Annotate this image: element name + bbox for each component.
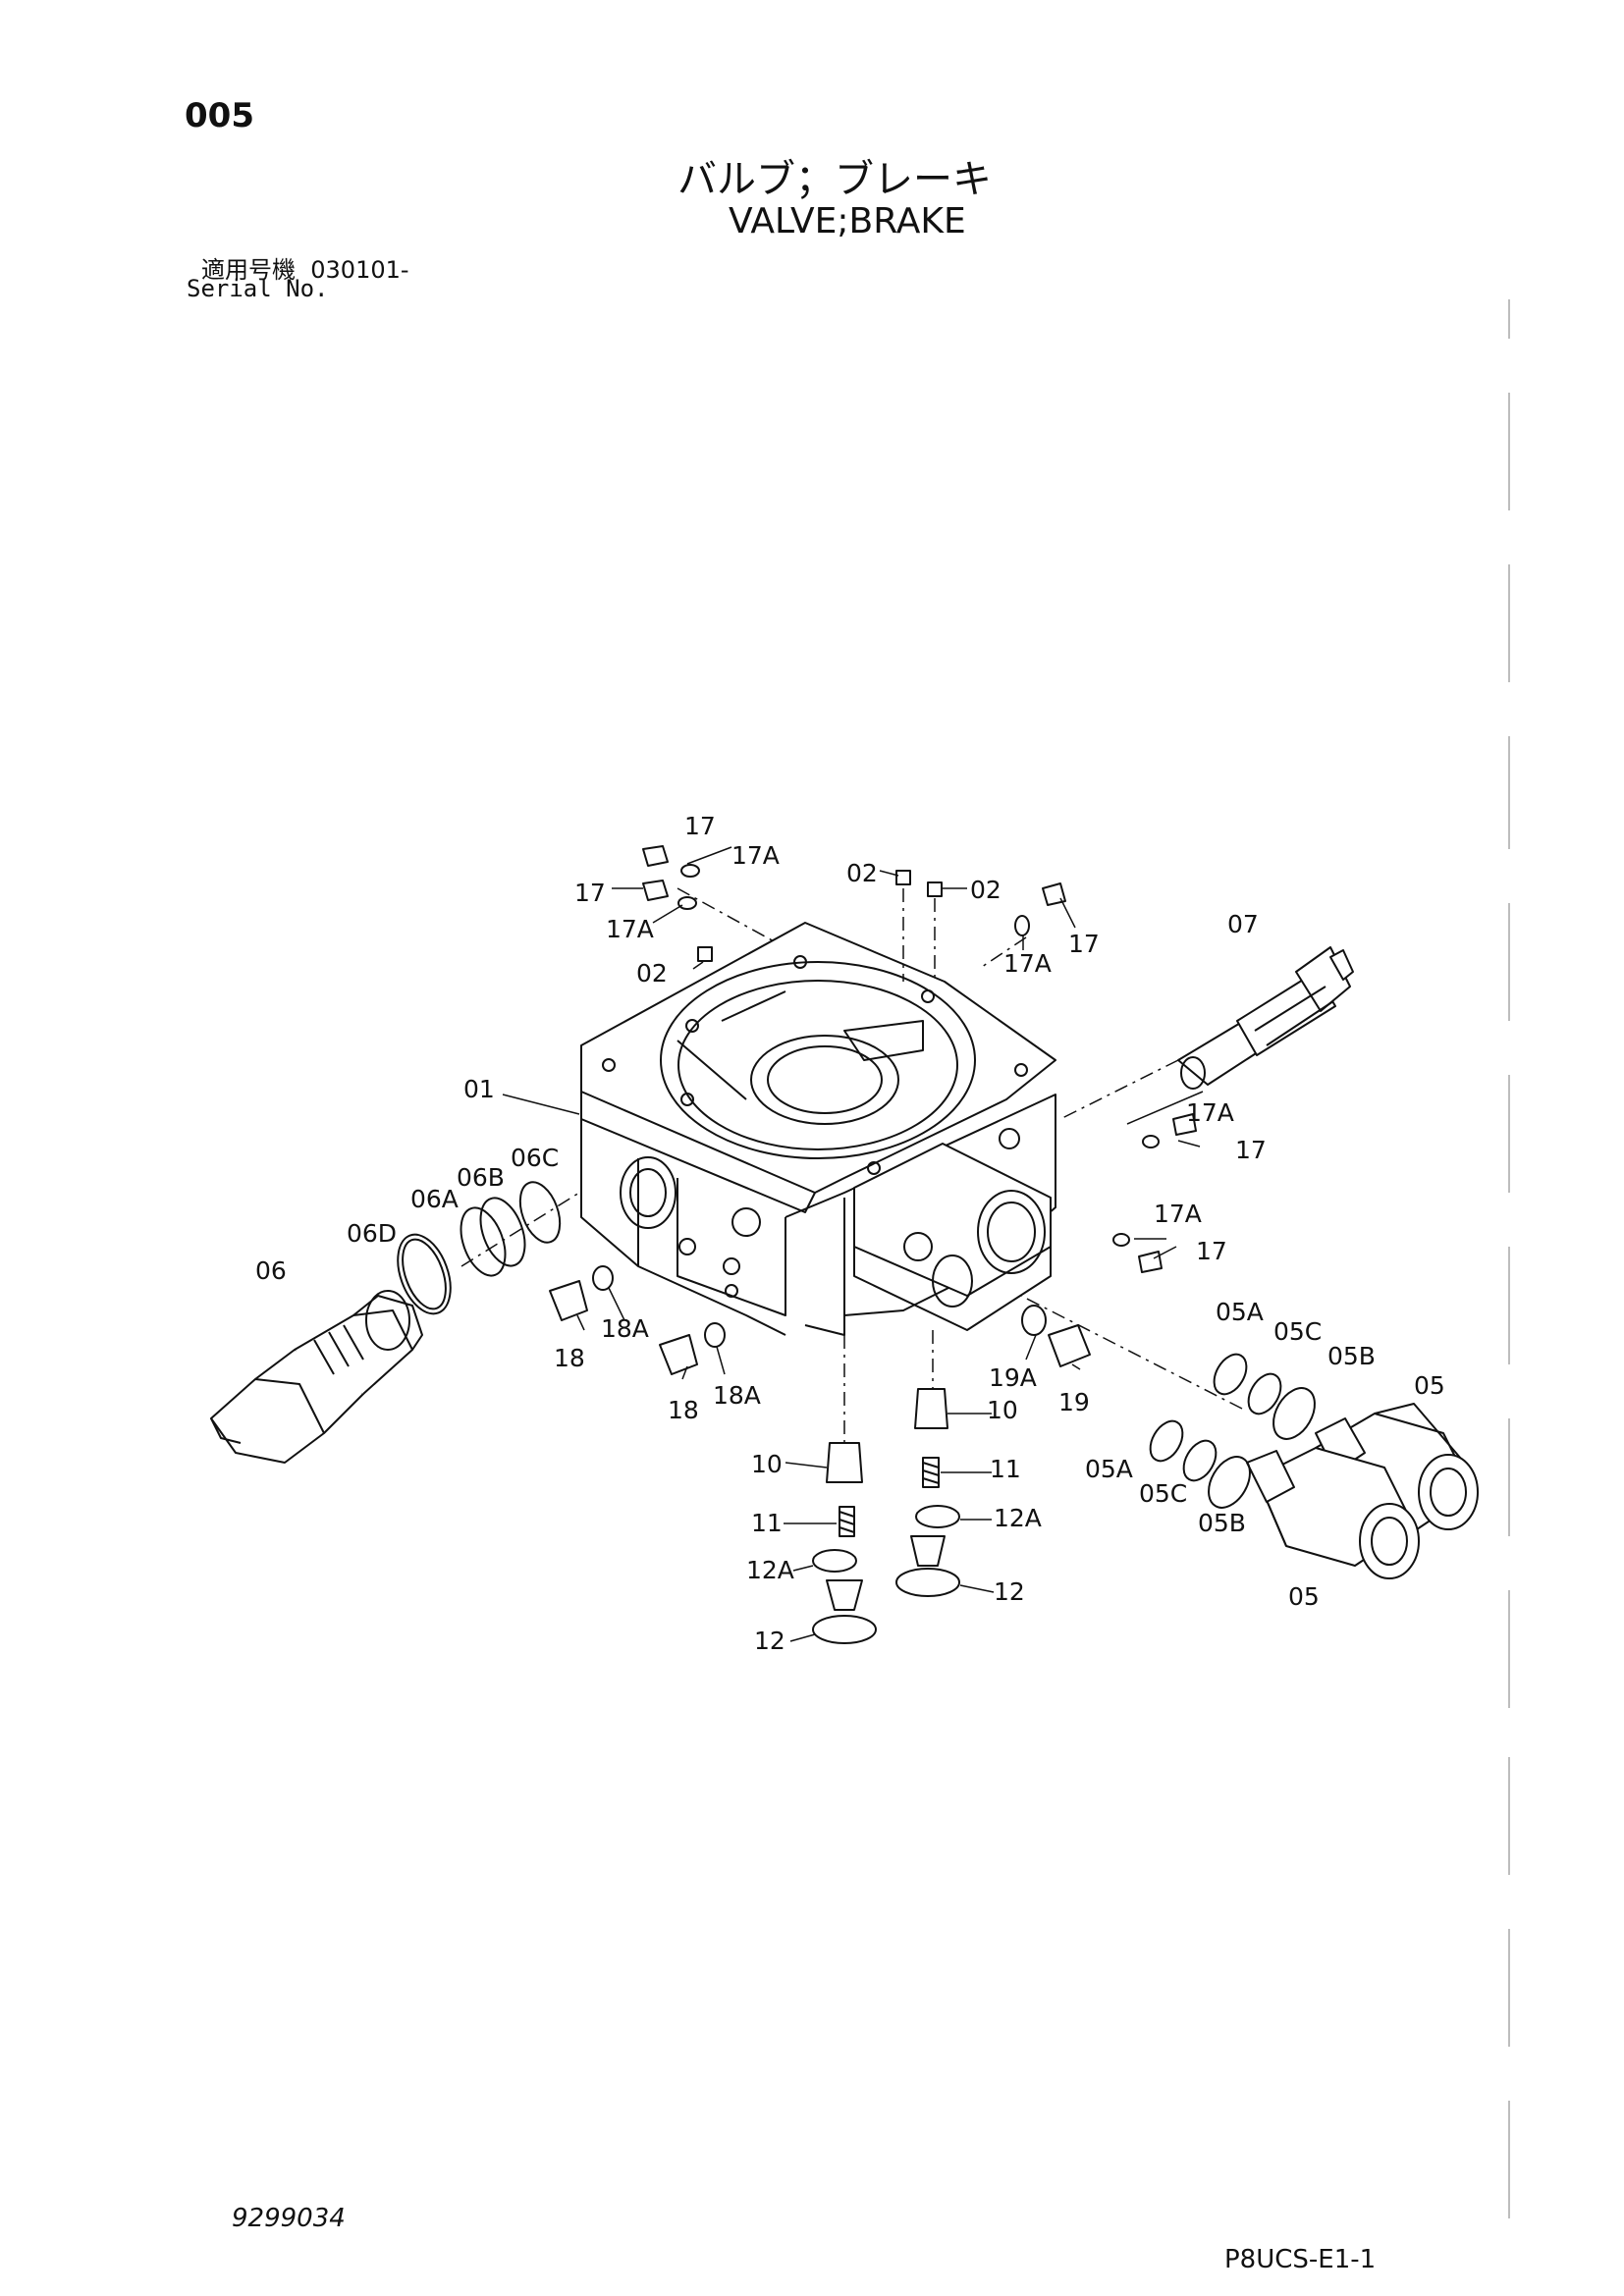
serial-label-en: Serial No. bbox=[187, 275, 329, 302]
title-english: VALVE;BRAKE bbox=[729, 201, 966, 241]
margin-mark bbox=[1508, 393, 1510, 510]
callout: 17 bbox=[1196, 1237, 1227, 1265]
callout: 12A bbox=[746, 1556, 794, 1584]
margin-mark bbox=[1508, 1757, 1510, 1875]
callout: 06A bbox=[410, 1185, 459, 1213]
callout: 10 bbox=[751, 1450, 783, 1478]
drawing-number: 9299034 bbox=[232, 2204, 346, 2233]
callout-labels: 17 17A 17 17A 02 02 02 17 17A 07 01 17A … bbox=[255, 812, 1445, 1655]
callout: 06 bbox=[255, 1256, 287, 1285]
callout: 06D bbox=[347, 1219, 397, 1248]
callout: 11 bbox=[751, 1509, 783, 1537]
callout: 02 bbox=[846, 859, 878, 887]
callout: 19 bbox=[1058, 1388, 1090, 1416]
callout: 02 bbox=[636, 959, 668, 988]
callout: 06B bbox=[457, 1163, 505, 1192]
margin-mark bbox=[1508, 1418, 1510, 1536]
spool-stack bbox=[812, 1388, 960, 1644]
callout: 05C bbox=[1273, 1317, 1322, 1346]
serial-label-jp: 適用号機 bbox=[201, 256, 296, 284]
margin-mark bbox=[1508, 1247, 1510, 1364]
plugs bbox=[549, 845, 1197, 1375]
callout: 17 bbox=[1068, 930, 1100, 958]
callout: 19A bbox=[989, 1363, 1037, 1392]
callout: 05A bbox=[1085, 1455, 1133, 1483]
callout: 12 bbox=[754, 1627, 785, 1655]
callout: 17A bbox=[731, 841, 780, 870]
callout: 12A bbox=[994, 1504, 1042, 1532]
margin-mark bbox=[1508, 1590, 1510, 1708]
cartridge-05-lower bbox=[1246, 1447, 1420, 1579]
margin-mark bbox=[1508, 564, 1510, 682]
callout: 05B bbox=[1198, 1509, 1246, 1537]
callout: 18A bbox=[601, 1314, 649, 1343]
leader-lines bbox=[502, 846, 1204, 1642]
serial-applicable-line: 適用号機 030101- bbox=[201, 250, 409, 285]
callout: 18 bbox=[668, 1396, 699, 1424]
callout: 17A bbox=[1186, 1098, 1234, 1127]
callout: 02 bbox=[970, 876, 1001, 904]
callout: 07 bbox=[1227, 910, 1259, 938]
callout: 01 bbox=[463, 1075, 495, 1103]
page-number: 005 bbox=[185, 96, 254, 135]
callout: 17A bbox=[606, 915, 654, 943]
callout: 18A bbox=[713, 1381, 761, 1410]
callout: 06C bbox=[511, 1144, 559, 1172]
margin-mark bbox=[1508, 2101, 1510, 2218]
centre-lines bbox=[460, 887, 1243, 1443]
valve-body-01 bbox=[580, 922, 1056, 1336]
margin-mark bbox=[1508, 1929, 1510, 2047]
margin-mark bbox=[1508, 903, 1510, 1021]
callout: 11 bbox=[990, 1455, 1021, 1483]
title-japanese: バルブ；ブレーキ bbox=[677, 157, 992, 202]
callout: 05 bbox=[1414, 1371, 1445, 1400]
sheet-code: P8UCS-E1-1 bbox=[1224, 2245, 1377, 2274]
o-rings bbox=[397, 864, 1316, 1573]
callout: 10 bbox=[987, 1396, 1018, 1424]
callout: 05 bbox=[1288, 1582, 1320, 1611]
cartridge-06 bbox=[210, 1290, 423, 1464]
callout: 17A bbox=[1154, 1200, 1202, 1228]
callout: 17 bbox=[684, 812, 716, 840]
margin-mark bbox=[1508, 299, 1510, 339]
callout: 05A bbox=[1216, 1298, 1264, 1326]
callout: 12 bbox=[994, 1577, 1025, 1606]
callout: 05B bbox=[1327, 1342, 1376, 1370]
cartridge-07 bbox=[1177, 946, 1354, 1090]
callout: 05C bbox=[1139, 1479, 1187, 1508]
margin-mark bbox=[1508, 736, 1510, 849]
callout: 18 bbox=[554, 1344, 585, 1372]
margin-mark bbox=[1508, 1075, 1510, 1193]
serial-value: 030101- bbox=[310, 256, 409, 284]
callout: 17 bbox=[1235, 1136, 1267, 1164]
callout: 17A bbox=[1003, 949, 1052, 978]
callout: 17 bbox=[574, 879, 606, 907]
